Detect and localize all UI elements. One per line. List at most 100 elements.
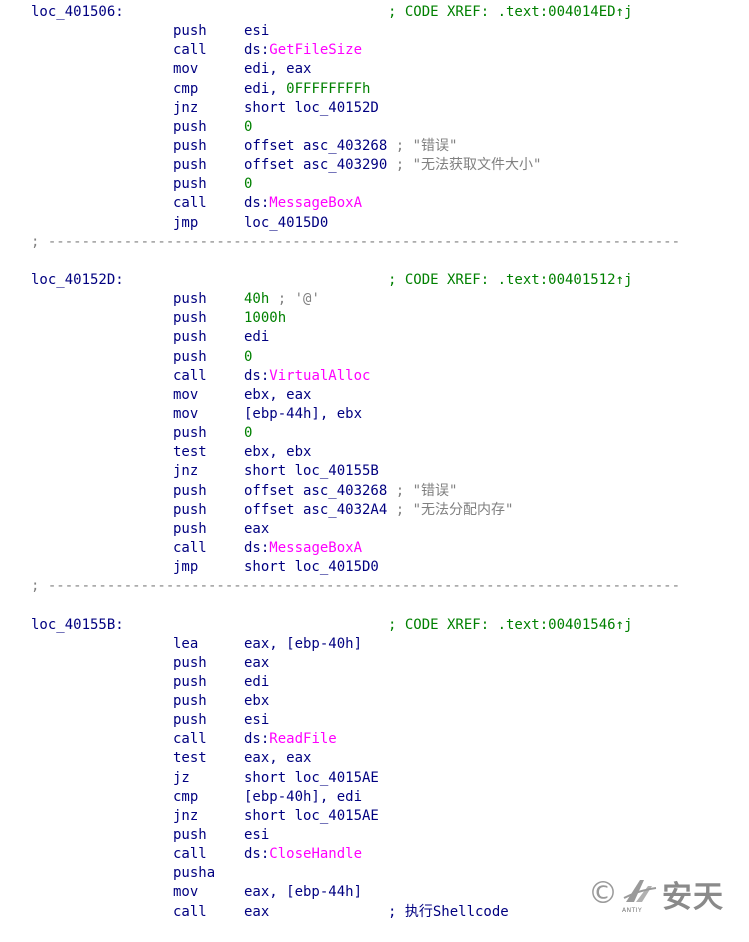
instruction-operands[interactable]: edi, 0FFFFFFFFh	[244, 80, 370, 99]
instruction-operands[interactable]: ebx	[244, 692, 269, 711]
operand-text: offset asc_4032A4	[244, 501, 388, 518]
instruction-operands[interactable]: short loc_40152D	[244, 99, 379, 118]
code-xref-text[interactable]: ; CODE XREF: .text:004014ED	[388, 4, 616, 20]
instruction-operands[interactable]: [ebp-40h], edi	[244, 788, 362, 807]
instruction-operands[interactable]: 0	[244, 424, 252, 443]
instruction-operands[interactable]: [ebp-44h], ebx	[244, 405, 362, 424]
instruction-operands[interactable]: esi	[244, 22, 269, 41]
operand-text: offset asc_403290	[244, 157, 388, 174]
api-name[interactable]: MessageBoxA	[269, 539, 363, 556]
instruction-operands[interactable]: eax, [ebp-40h]	[244, 635, 362, 654]
instruction-operands[interactable]: ebx, eax	[244, 386, 311, 405]
operand-text: short loc_40155B	[244, 463, 379, 480]
code-xref[interactable]: ; CODE XREF: .text:00401546↑j	[388, 616, 632, 635]
xref-up-arrow-icon: ↑j	[615, 271, 633, 288]
code-label-line: loc_401506: ; CODE XREF: .text:004014ED↑j	[0, 3, 749, 22]
instruction-operands[interactable]: ds:MessageBoxA	[244, 539, 362, 558]
instruction-mnemonic: push	[173, 501, 207, 518]
instruction-operands[interactable]: ds:VirtualAlloc	[244, 367, 370, 386]
code-xref[interactable]: ; CODE XREF: .text:004014ED↑j	[388, 3, 632, 22]
instruction-mnemonic: lea	[173, 635, 199, 652]
instruction-operands[interactable]: eax	[244, 654, 269, 673]
instruction-operands[interactable]: eax	[244, 520, 269, 539]
api-name[interactable]: GetFileSize	[269, 42, 363, 59]
instruction-mnemonic: jnz	[173, 99, 199, 116]
instruction-operands[interactable]: short loc_4015AE	[244, 769, 379, 788]
instruction-line: pusha	[0, 864, 749, 883]
instruction-operands[interactable]: loc_4015D0	[244, 214, 328, 233]
instruction-operands[interactable]: ds:CloseHandle	[244, 845, 362, 864]
instruction-operands[interactable]: offset asc_403268 ; "错误"	[244, 482, 457, 501]
instruction-operands[interactable]: 0	[244, 175, 252, 194]
instruction-operands[interactable]: offset asc_4032A4 ; "无法分配内存"	[244, 501, 513, 520]
code-label-line: loc_40152D: ; CODE XREF: .text:00401512↑j	[0, 271, 749, 290]
disassembly-listing: loc_401506:; CODE XREF: .text:004014ED↑j…	[0, 3, 749, 922]
operand-text: short loc_4015AE	[244, 807, 379, 824]
code-label[interactable]: loc_401506:	[31, 4, 124, 20]
instruction-operands[interactable]: 40h ; '@'	[244, 290, 320, 309]
instruction-mnemonic: push	[173, 23, 207, 40]
instruction-operands[interactable]: esi	[244, 711, 269, 730]
instruction-operands[interactable]: short loc_4015AE	[244, 807, 379, 826]
instruction-operands[interactable]: 1000h	[244, 309, 286, 328]
instruction-mnemonic: jnz	[173, 463, 199, 480]
code-label[interactable]: loc_40152D:	[31, 271, 124, 288]
code-xref-text[interactable]: ; CODE XREF: .text:00401546	[388, 616, 616, 633]
instruction-operands[interactable]: offset asc_403268 ; "错误"	[244, 137, 457, 156]
code-label-line: loc_40155B: ; CODE XREF: .text:00401546↑j	[0, 616, 749, 635]
instruction-line: push esi	[0, 826, 749, 845]
instruction-operands[interactable]: esi	[244, 826, 269, 845]
api-name[interactable]: VirtualAlloc	[269, 367, 371, 384]
instruction-mnemonic: call	[173, 846, 207, 863]
instruction-operands[interactable]: edi, eax	[244, 60, 311, 79]
instruction-operands[interactable]: eax	[244, 903, 269, 922]
block-separator: ; --------------------------------------…	[0, 577, 749, 596]
instruction-operands[interactable]: 0	[244, 348, 252, 367]
antiy-watermark: © ANTIY 安天	[588, 876, 724, 915]
instruction-operands[interactable]: short loc_4015D0	[244, 558, 379, 577]
instruction-line: push offset asc_4032A4 ; "无法分配内存"	[0, 501, 749, 520]
operand-text: ebx	[244, 693, 270, 710]
operand-text: ds:	[244, 367, 270, 384]
api-name[interactable]: MessageBoxA	[269, 195, 363, 212]
instruction-operands[interactable]: eax, [ebp-44h]	[244, 883, 362, 902]
operand-text: esi	[244, 712, 270, 729]
operand-text: ds:	[244, 42, 270, 59]
instruction-mnemonic: push	[173, 827, 207, 844]
code-label[interactable]: loc_40155B:	[31, 616, 124, 633]
code-xref-text[interactable]: ; CODE XREF: .text:00401512	[388, 271, 616, 288]
instruction-operands[interactable]: short loc_40155B	[244, 462, 379, 481]
instruction-operands[interactable]: ds:GetFileSize	[244, 41, 362, 60]
blank-line	[0, 252, 749, 271]
operand-text: [ebp-44h], ebx	[244, 405, 363, 422]
instruction-operands[interactable]: offset asc_403290 ; "无法获取文件大小"	[244, 156, 541, 175]
api-name[interactable]: CloseHandle	[269, 846, 363, 863]
instruction-operands[interactable]: edi	[244, 328, 269, 347]
code-xref[interactable]: ; CODE XREF: .text:00401512↑j	[388, 271, 632, 290]
api-name[interactable]: ReadFile	[269, 731, 337, 748]
instruction-operands[interactable]: ds:ReadFile	[244, 730, 337, 749]
instruction-operands[interactable]: 0	[244, 118, 252, 137]
instruction-operands[interactable]: edi	[244, 673, 269, 692]
operand-text: ds:	[244, 539, 270, 556]
instruction-mnemonic: call	[173, 42, 207, 59]
instruction-operands[interactable]: eax, eax	[244, 749, 311, 768]
operand-text: ds:	[244, 731, 270, 748]
instruction-operands[interactable]: ebx, ebx	[244, 443, 311, 462]
operand-text: eax	[244, 654, 270, 671]
numeric-operand: 0	[244, 425, 253, 442]
instruction-operands[interactable]: ds:MessageBoxA	[244, 194, 362, 213]
instruction-line: call ds:GetFileSize	[0, 41, 749, 60]
instruction-mnemonic: push	[173, 118, 207, 135]
